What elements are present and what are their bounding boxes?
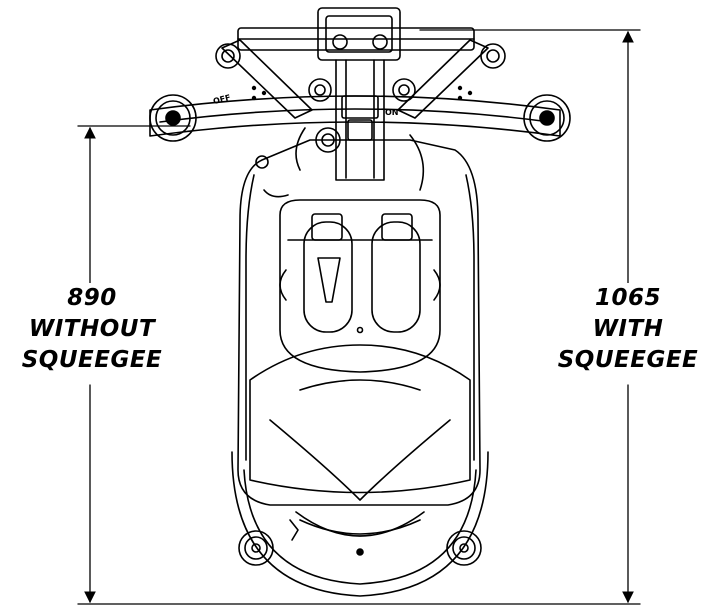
column-shaft: [335, 59, 385, 181]
squeegee-knob-center-right: [392, 78, 416, 102]
machine-body: [237, 139, 481, 506]
dimension-lines: [77, 29, 641, 605]
body-outline: [237, 139, 481, 506]
control-head: [317, 7, 401, 61]
front-wheel-left: [238, 530, 274, 566]
front-cover: [249, 344, 471, 494]
dimension-value-1065: 1065: [594, 285, 661, 311]
squeegee-blade: [149, 95, 561, 137]
brush-deck: [231, 451, 489, 597]
dimension-value-890: 890: [67, 285, 117, 311]
dimension-line2-squeegee: SQUEEGEE: [21, 347, 163, 373]
control-button-right: [372, 34, 388, 50]
squeegee-arm-right: [397, 39, 489, 119]
control-button-left: [332, 34, 348, 50]
dimension-label-without-squeegee: 890 WITHOUT SQUEEGEE: [16, 283, 168, 376]
squeegee-knob-right: [480, 43, 506, 69]
dimension-line2-squeegee: SQUEEGEE: [557, 347, 699, 373]
squeegee-assembly: [149, 27, 571, 142]
squeegee-wheel-left: [149, 94, 197, 142]
hose-left: [295, 127, 306, 171]
front-wheel-right: [446, 530, 482, 566]
splash-guard: [295, 511, 425, 537]
dimension-line1-without: WITHOUT: [28, 316, 156, 342]
squeegee-arm-left: [221, 39, 313, 119]
tank-left: [303, 221, 353, 333]
tank-right: [371, 221, 421, 333]
dimension-line1-with: WITH: [592, 316, 664, 342]
squeegee-knob-center-left: [308, 78, 332, 102]
bolt-dots: [251, 85, 473, 101]
latch: [289, 519, 299, 541]
squeegee-knob-left: [215, 43, 241, 69]
tank-outline: [279, 199, 441, 373]
squeegee-wheel-right: [523, 94, 571, 142]
knob-badge-on: ON: [385, 108, 399, 117]
dimension-label-with-squeegee: 1065 WITH SQUEEGEE: [548, 283, 707, 376]
hose-right: [409, 134, 425, 191]
funnel: [317, 257, 341, 303]
deck-outline: [231, 451, 489, 597]
